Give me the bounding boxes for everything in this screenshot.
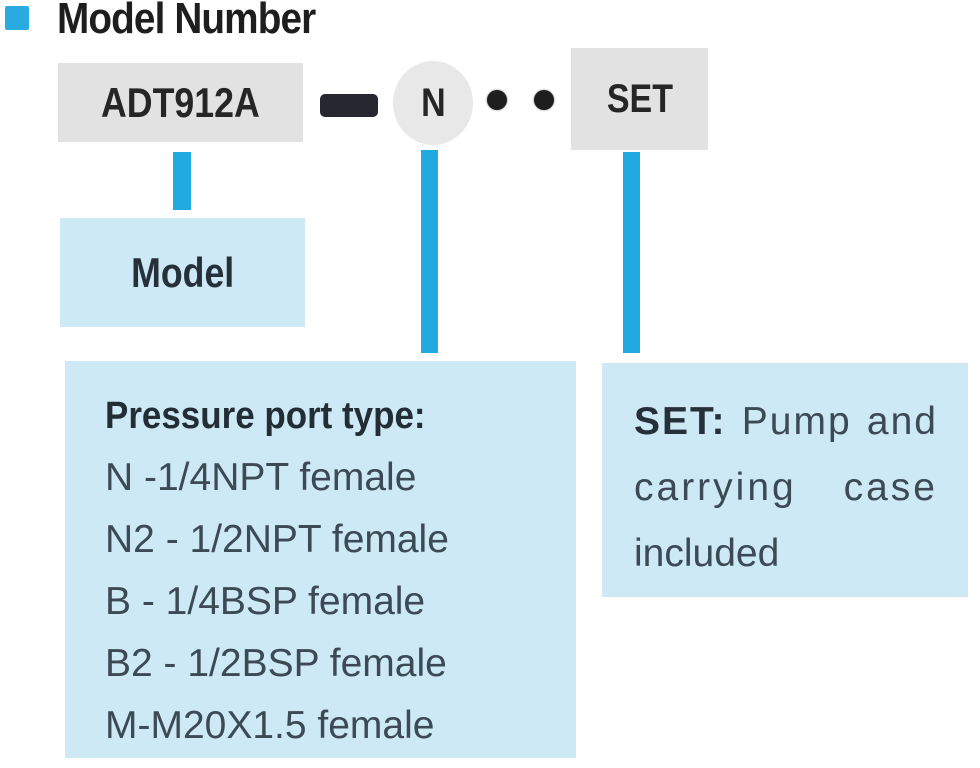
set-description-line: carrying case (634, 455, 938, 521)
set-description-line: included (634, 521, 938, 587)
port-code-label: N (420, 80, 446, 125)
dot-icon (534, 90, 554, 110)
model-code-label: ADT912A (101, 78, 260, 126)
set-description-word: case (843, 466, 938, 509)
pressure-option: N -1/4NPT female (105, 456, 417, 499)
pressure-option: B2 - 1/2BSP female (105, 642, 447, 685)
port-code-circle: N (393, 61, 473, 145)
connector-line-set (623, 152, 640, 353)
set-code-label: SET (606, 76, 673, 121)
title-bullet-icon (5, 6, 29, 30)
dot-icon (487, 90, 507, 110)
set-description-word: Pump (741, 400, 852, 443)
connector-line-model (173, 152, 191, 210)
pressure-port-panel: Pressure port type: N -1/4NPT female N2 … (65, 361, 576, 758)
pressure-option: N2 - 1/2NPT female (105, 518, 449, 561)
model-label-box: Model (60, 218, 305, 327)
connector-line-port (421, 150, 438, 353)
page-title: Model Number (57, 0, 316, 43)
set-description-word: included (634, 532, 780, 575)
set-description-word: and (866, 400, 938, 443)
dash-separator-icon (320, 94, 378, 117)
model-label: Model (130, 248, 235, 296)
set-description-label: SET: (634, 400, 727, 443)
model-code-box: ADT912A (58, 63, 303, 142)
set-code-box: SET (571, 48, 708, 150)
set-description-word: carrying (634, 466, 797, 509)
pressure-option: M-M20X1.5 female (105, 704, 435, 747)
set-description-panel: SET: Pump and carrying case included (602, 363, 968, 597)
set-description-line: SET: Pump and (634, 389, 938, 455)
pressure-port-heading: Pressure port type: (105, 395, 426, 437)
pressure-option: B - 1/4BSP female (105, 580, 426, 623)
